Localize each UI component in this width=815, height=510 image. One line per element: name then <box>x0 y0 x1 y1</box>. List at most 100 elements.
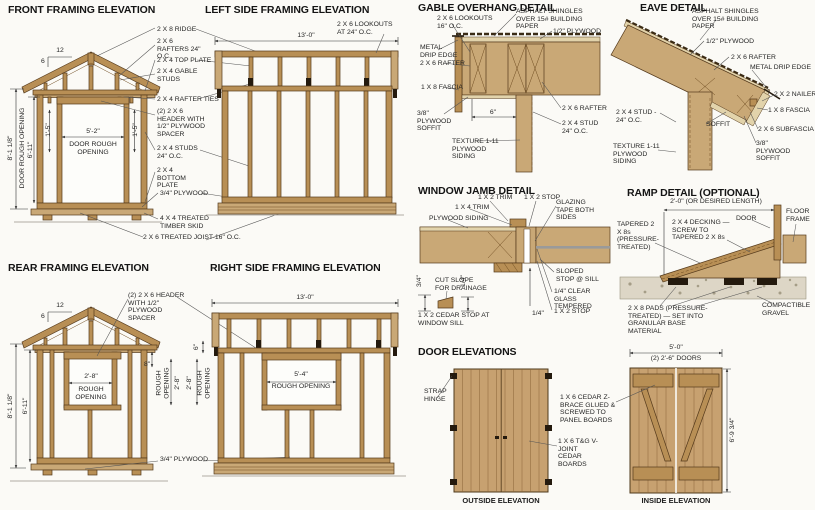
gable-overhang-dims <box>437 13 562 142</box>
door-outside-drawing <box>450 368 552 493</box>
front-door-width-dim: 5'-2" <box>86 128 100 135</box>
door-elevations-dims <box>436 349 731 493</box>
gable-rafter2-label: 2 X 6 RAFTER <box>562 105 607 112</box>
front-elevation-drawing <box>14 51 162 223</box>
left-side-lookouts-label: 2 X 6 LOOKOUTS AT 24" O.C. <box>337 21 393 36</box>
outside-elevation-caption: OUTSIDE ELEVATION <box>462 496 540 505</box>
window-stop12-label: 1 X 2 STOP <box>524 194 561 201</box>
left-side-elevation-title: LEFT SIDE FRAMING ELEVATION <box>205 4 370 16</box>
rear-window-width-dim: 2'-8" <box>84 373 98 380</box>
callout-gable-studs: 2 X 4 GABLE STUDS <box>157 68 198 83</box>
eave-fascia-label: 1 X 8 FASCIA <box>768 107 810 114</box>
gable-siding-label: TEXTURE 1-11 PLYWOOD SIDING <box>452 138 499 161</box>
door-tg-boards-label: 1 X 6 T&G V-JOINT CEDAR BOARDS <box>558 438 598 468</box>
ramp-decking-label: 2 X 4 DECKING — SCREW TO TAPERED 2 X 8s <box>672 219 730 242</box>
window-trim12-label: 1 X 2 TRIM <box>478 194 513 201</box>
right-window-opening-label: ROUGH OPENING <box>271 383 331 390</box>
eave-shingles-label: ASPHALT SHINGLES OVER 15# BUILDING PAPER <box>692 8 759 31</box>
gable-rafter-label: 2 X 6 RAFTER <box>420 60 465 67</box>
front-door-opening-label: DOOR ROUGH OPENING <box>69 141 117 156</box>
window-dim-14b: 1/4" <box>532 310 544 317</box>
window-cedar-stop-label: 1 X 2 CEDAR STOP AT WINDOW SILL <box>418 312 490 327</box>
gable-overhang-title: GABLE OVERHANG DETAIL <box>418 2 557 14</box>
ramp-detail-drawing <box>619 204 807 300</box>
eave-subfascia-label: 2 X 6 SUBFASCIA <box>758 126 814 133</box>
right-side-width-dim: 13'-0" <box>296 294 314 301</box>
left-side-elevation-drawing <box>206 50 404 216</box>
front-height-overall: 8'-1 1/8" <box>7 135 15 161</box>
front-elevation-dims <box>10 56 136 210</box>
rear-ro-height-dim: 2'-8" <box>174 376 182 390</box>
rear-pitch-rise: 6 <box>41 313 45 320</box>
left-side-elevation-dims <box>214 33 399 54</box>
eave-siding-label: TEXTURE 1-11 PLYWOOD SIDING <box>613 143 660 166</box>
window-sloped-stop-label: SLOPED STOP @ SILL <box>556 268 599 283</box>
rear-ro-vertical-label: ROUGH OPENING <box>155 367 170 399</box>
door-zbrace-label: 1 X 6 CEDAR Z-BRACE GLUED & SCREWED TO P… <box>560 394 616 424</box>
front-height-label: DOOR ROUGH OPENING <box>19 107 27 189</box>
eave-detail-title: EAVE DETAIL <box>640 2 707 14</box>
window-jamb-title: WINDOW JAMB DETAIL <box>418 185 535 197</box>
ramp-gravel-label: COMPACTIBLE GRAVEL <box>762 302 811 317</box>
eave-stud-label: 2 X 4 STUD - 24" O.C. <box>616 109 657 124</box>
door-height-dim: 6'-9 3/4" <box>729 417 737 443</box>
window-stop12b-label: 1 X 2 STOP <box>554 308 591 315</box>
window-jamb-leaders <box>445 200 557 311</box>
eave-rafter-label: 2 X 6 RAFTER <box>731 54 776 61</box>
rear-header-label: (2) 2 X 6 HEADER WITH 1/2" PLYWOOD SPACE… <box>128 292 185 322</box>
eave-plywood-label: 1/2" PLYWOOD <box>706 38 754 45</box>
eave-detail-drawing <box>610 18 781 171</box>
eave-nailer-label: 2 X 2 NAILER <box>774 91 815 98</box>
door-inside-drawing <box>629 367 723 494</box>
ramp-length-dim: 2'-0" (OR DESIRED LENGTH) <box>670 198 762 205</box>
window-dim-34: 3/4" <box>416 275 424 287</box>
right-side-elevation-drawing <box>202 312 406 477</box>
front-height-wall: 6'-11" <box>27 141 35 159</box>
front-jamb-offset-right: 1'-5" <box>132 123 140 137</box>
callout-ridge: 2 X 8 RIDGE <box>157 26 197 33</box>
gable-overhang-dim: 6" <box>489 109 497 116</box>
gable-shingles-label: ASPHALT SHINGLES OVER 15# BUILDING PAPER <box>516 8 583 31</box>
ramp-tapered-label: TAPERED 2 X 8s (PRESSURE-TREATED) <box>617 221 659 251</box>
eave-soffit-label: SOFFIT <box>706 121 731 128</box>
callout-header: (2) 2 X 6 HEADER WITH 1/2" PLYWOOD SPACE… <box>157 108 205 138</box>
callout-bottom-plate: 2 X 4 BOTTOM PLATE <box>157 167 186 190</box>
eave-plywood-soffit-label: 3/8" PLYWOOD SOFFIT <box>756 140 791 163</box>
door-elevations-title: DOOR ELEVATIONS <box>418 346 517 358</box>
front-elevation-title: FRONT FRAMING ELEVATION <box>8 4 156 16</box>
callout-timber-skid: 4 X 4 TREATED TIMBER SKID <box>160 215 209 230</box>
callout-plywood: 3/4" PLYWOOD <box>160 190 208 197</box>
window-cutslope-label: CUT SLOPE FOR DRAINAGE <box>435 277 487 292</box>
callout-top-plate: 2 X 4 TOP PLATE <box>157 57 212 64</box>
front-pitch-run: 12 <box>56 47 64 54</box>
front-pitch-rise: 6 <box>41 58 45 65</box>
door-width-dim: 5'-0" <box>669 344 683 351</box>
front-jamb-offset-left: 1'-5" <box>45 123 53 137</box>
rear-elevation-dims <box>10 296 291 470</box>
right-side-elevation-title: RIGHT SIDE FRAMING ELEVATION <box>210 262 381 274</box>
gable-drip-edge-label: METAL DRIP EDGE <box>420 44 458 59</box>
ramp-door-label: DOOR <box>736 215 757 222</box>
ramp-pads-label: 2 X 8 PADS (PRESSURE-TREATED) — SET INTO… <box>628 305 708 335</box>
inside-elevation-caption: INSIDE ELEVATION <box>641 496 711 505</box>
right-ro-height-dim: 2'-8" <box>186 376 194 390</box>
right-side-elevation-dims <box>201 299 399 384</box>
rear-window-opening-label: ROUGH OPENING <box>75 386 107 401</box>
rear-elevation-title: REAR FRAMING ELEVATION <box>8 262 149 274</box>
window-siding-label: PLYWOOD SIDING <box>429 215 489 222</box>
rear-pitch-run: 12 <box>56 302 64 309</box>
door-count-dim: (2) 2'-6" DOORS <box>650 355 702 362</box>
callout-rafter-ties: 2 X 4 RAFTER TIES <box>157 96 219 103</box>
right-window-width-dim: 5'-4" <box>294 371 308 378</box>
door-strap-hinge-label: STRAP HINGE <box>424 388 447 403</box>
gable-stud-label: 2 X 4 STUD 24" O.C. <box>562 120 599 135</box>
gable-lookouts-label: 2 X 6 LOOKOUTS 16" O.C. <box>437 15 493 30</box>
window-dim-14a: 1/4" <box>460 275 468 287</box>
rear-plywood-label: 3/4" PLYWOOD <box>160 456 208 463</box>
callout-studs: 2 X 4 STUDS 24" O.C. <box>157 145 198 160</box>
ramp-detail-dims <box>654 208 797 307</box>
eave-detail-leaders <box>657 19 775 153</box>
callout-rafters: 2 X 6 RAFTERS 24" O.C. <box>157 38 201 61</box>
left-side-width-dim: 13'-0" <box>297 32 315 39</box>
